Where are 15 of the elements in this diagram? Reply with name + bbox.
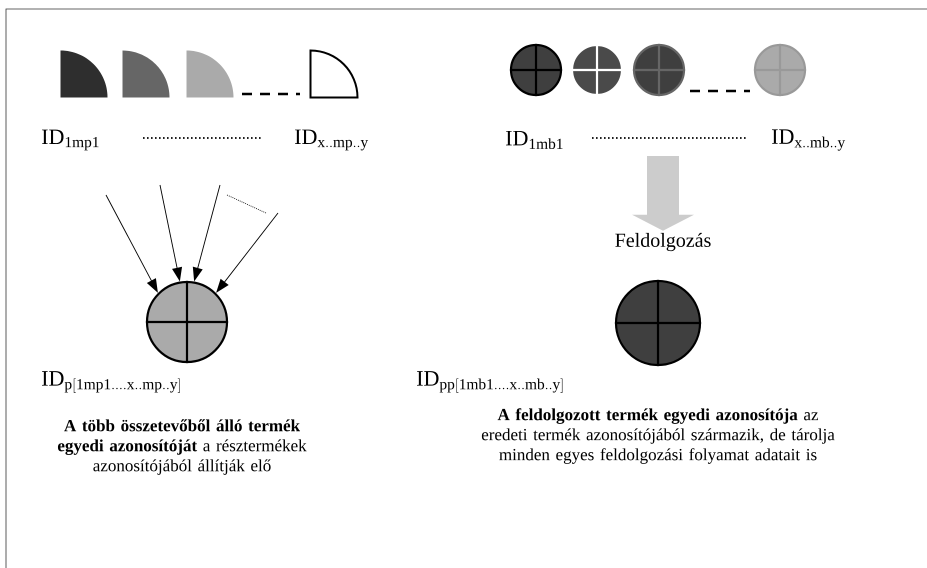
circle-symbol (752, 42, 808, 98)
id-label: $\mathrm{ID}_{\mathrm{1mb1}}$ (506, 130, 563, 150)
circle-symbol (144, 280, 230, 364)
circle-symbol (632, 42, 686, 98)
quadrant-shape (122, 50, 170, 98)
quadrant-shape (186, 50, 234, 98)
id-label: $\mathrm{ID}_{\mathrm{1mp1}}$ (42, 130, 99, 150)
quadrant-shape (60, 50, 108, 98)
circle-symbol (614, 278, 702, 368)
id-label: $\mathrm{ID}_{\mathrm{pp[1mb1\ldots.x..mb..y]}}$ (417, 371, 562, 393)
process-label: Feldolgozás (615, 232, 711, 252)
quadrant-shape (310, 50, 358, 98)
process-arrow (632, 156, 694, 231)
circle-symbol (508, 42, 564, 98)
description-text: A több összetevőből álló termék egyedi azonosítóját a résztermékek azonosítójából állítják elő (58, 419, 307, 475)
